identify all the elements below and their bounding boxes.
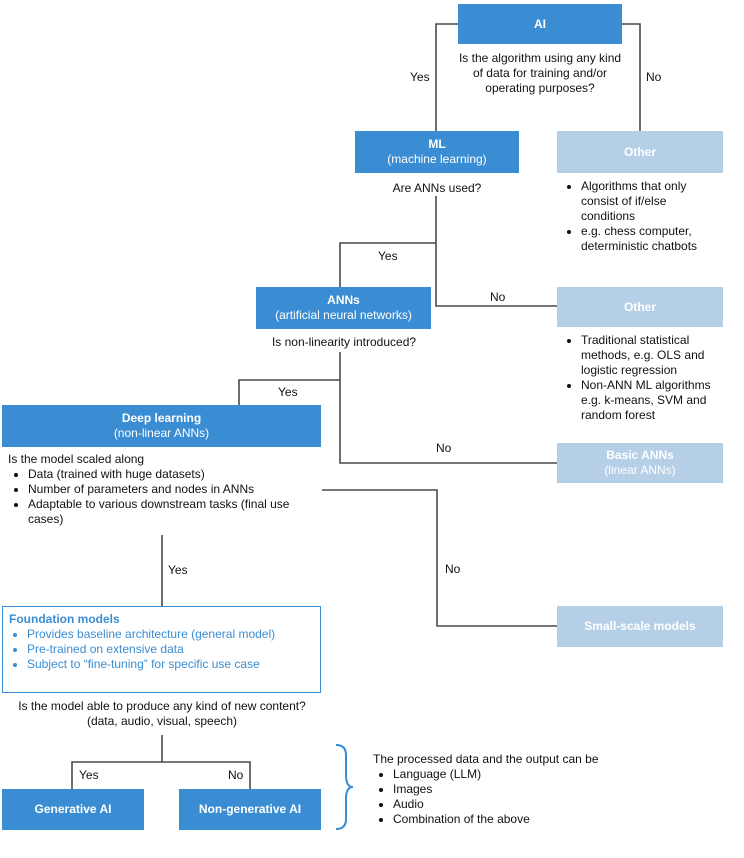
node-other-2: Other bbox=[557, 287, 723, 327]
edge-ai-no bbox=[622, 23, 641, 131]
output-note-item: Combination of the above bbox=[393, 812, 673, 827]
output-note: The processed data and the output can be… bbox=[373, 752, 673, 827]
question-deep-learning: Is the model scaled along bbox=[8, 452, 145, 466]
edge-label-dl-no: No bbox=[445, 562, 461, 576]
node-small-scale: Small-scale models bbox=[557, 606, 723, 647]
edge-ml-yes bbox=[339, 196, 437, 287]
node-anns-subtitle: (artificial neural networks) bbox=[275, 308, 412, 322]
node-foundation-title: Foundation models bbox=[9, 612, 120, 626]
other-1-bullet: e.g. chess computer, deterministic chatb… bbox=[581, 224, 721, 254]
node-basic-anns-subtitle: (linear ANNs) bbox=[604, 463, 676, 477]
node-non-generative-title: Non-generative AI bbox=[198, 802, 302, 816]
deep-learning-bullet: Data (trained with huge datasets) bbox=[28, 467, 308, 482]
edge-label-ai-yes: Yes bbox=[410, 70, 430, 84]
output-note-item: Images bbox=[393, 782, 673, 797]
question-foundation: Is the model able to produce any kind of… bbox=[18, 699, 306, 728]
foundation-bullet: Provides baseline architecture (general … bbox=[27, 627, 314, 642]
node-other-1-title: Other bbox=[623, 144, 656, 159]
node-foundation-models: Foundation models Provides baseline arch… bbox=[2, 606, 321, 693]
node-deep-learning: Deep learning (non-linear ANNs) bbox=[2, 405, 321, 447]
edge-label-ml-no: No bbox=[490, 290, 506, 304]
edge-label-fm-no: No bbox=[228, 768, 244, 782]
edge-label-anns-no: No bbox=[436, 441, 452, 455]
node-ai: AI bbox=[458, 4, 622, 44]
node-basic-anns-title: Basic ANNs bbox=[606, 448, 674, 462]
output-note-item: Audio bbox=[393, 797, 673, 812]
edge-ml-no bbox=[435, 243, 557, 307]
other-2-notes: Traditional statistical methods, e.g. OL… bbox=[561, 333, 723, 423]
node-other-1: Other bbox=[557, 131, 723, 173]
deep-learning-bullet: Adaptable to various downstream tasks (f… bbox=[28, 497, 308, 527]
output-note-intro: The processed data and the output can be bbox=[373, 752, 599, 766]
output-note-item: Language (LLM) bbox=[393, 767, 673, 782]
node-ai-title: AI bbox=[534, 16, 546, 31]
node-ml: ML (machine learning) bbox=[355, 131, 519, 173]
deep-learning-bullet: Number of parameters and nodes in ANNs bbox=[28, 482, 308, 497]
node-deep-learning-subtitle: (non-linear ANNs) bbox=[113, 426, 210, 440]
node-other-2-title: Other bbox=[623, 299, 656, 314]
question-ml: Are ANNs used? bbox=[392, 181, 482, 195]
node-non-generative-ai: Non-generative AI bbox=[179, 789, 321, 830]
edge-label-fm-yes: Yes bbox=[79, 768, 99, 782]
node-anns: ANNs (artificial neural networks) bbox=[256, 287, 431, 329]
deep-learning-notes: Is the model scaled along Data (trained … bbox=[8, 452, 308, 527]
node-generative-ai: Generative AI bbox=[2, 789, 144, 830]
edge-label-anns-yes: Yes bbox=[278, 385, 298, 399]
node-anns-title: ANNs bbox=[327, 293, 360, 307]
curly-brace bbox=[335, 744, 354, 830]
node-ml-subtitle: (machine learning) bbox=[387, 152, 487, 166]
edge-dl-no bbox=[322, 489, 557, 627]
other-2-bullet: Non-ANN ML algorithms e.g. k-means, SVM … bbox=[581, 378, 723, 423]
node-generative-title: Generative AI bbox=[34, 802, 112, 816]
foundation-bullet: Subject to “fine-tuning” for specific us… bbox=[27, 657, 314, 672]
other-2-bullet: Traditional statistical methods, e.g. OL… bbox=[581, 333, 723, 378]
other-1-bullet: Algorithms that only consist of if/else … bbox=[581, 179, 721, 224]
edge-anns-yes bbox=[238, 352, 341, 405]
edge-anns-no bbox=[339, 380, 557, 464]
edge-label-dl-yes: Yes bbox=[168, 563, 188, 577]
node-ml-title: ML bbox=[428, 137, 446, 151]
edge-label-ml-yes: Yes bbox=[378, 249, 398, 263]
edge-ai-yes bbox=[435, 23, 458, 131]
other-1-notes: Algorithms that only consist of if/else … bbox=[561, 179, 721, 254]
question-ai: Is the algorithm using any kind of data … bbox=[458, 51, 622, 95]
node-small-scale-title: Small-scale models bbox=[584, 619, 696, 633]
edge-fm-yes bbox=[71, 761, 251, 789]
node-deep-learning-title: Deep learning bbox=[121, 411, 202, 425]
node-basic-anns: Basic ANNs (linear ANNs) bbox=[557, 443, 723, 483]
question-anns: Is non-linearity introduced? bbox=[271, 335, 417, 349]
edge-label-ai-no: No bbox=[646, 70, 662, 84]
foundation-bullet: Pre-trained on extensive data bbox=[27, 642, 314, 657]
